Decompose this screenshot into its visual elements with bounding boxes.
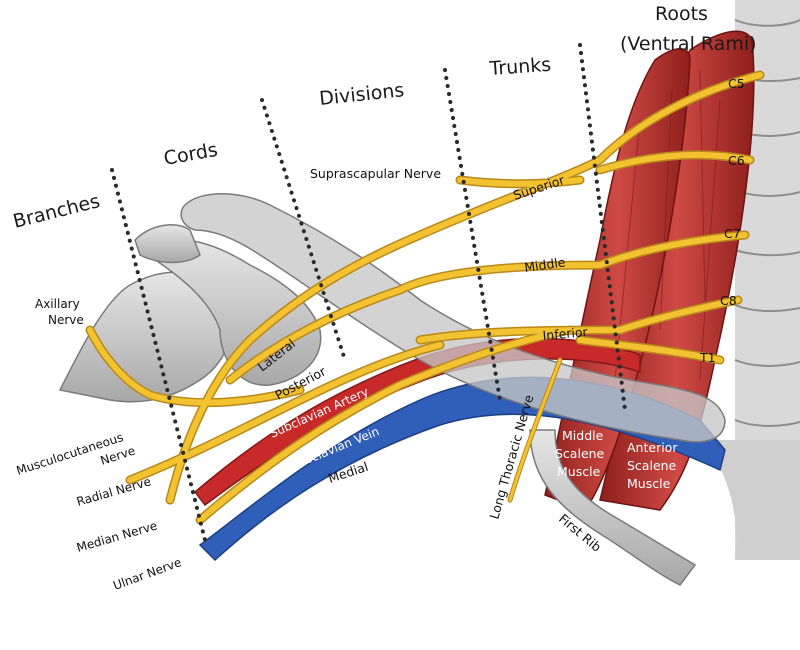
nerve-network <box>85 70 765 525</box>
clavicle <box>180 193 726 443</box>
median-nerve-label: Median Nerve <box>75 518 159 554</box>
header-divisions: Divisions <box>318 79 405 110</box>
root-labels: C5 C6 C7 C8 T1 <box>699 76 745 365</box>
middle-scalene-label-1: Middle <box>562 428 604 443</box>
section-dividers <box>110 43 627 542</box>
trunk-inferior: Inferior <box>542 324 589 343</box>
radial-nerve-label: Radial Nerve <box>75 474 153 509</box>
anterior-scalene-label-2: Scalene <box>627 458 677 473</box>
header-trunks: Trunks <box>488 54 552 80</box>
trunk-superior: Superior <box>511 172 567 203</box>
trunk-labels: Superior Middle Inferior <box>511 172 589 343</box>
axillary-nerve-label-2: Nerve <box>48 313 84 327</box>
header-roots: Roots <box>655 3 708 25</box>
axillary-nerve-label: Axillary <box>35 297 80 311</box>
trunk-middle: Middle <box>523 254 566 275</box>
muscle-labels: Middle Scalene Muscle Anterior Scalene M… <box>555 428 678 491</box>
middle-scalene-label-2: Scalene <box>555 446 605 461</box>
middle-scalene-label-3: Muscle <box>557 464 601 479</box>
root-c7: C7 <box>724 226 741 241</box>
vertebral-column <box>700 0 800 560</box>
root-c8: C8 <box>720 293 737 308</box>
first-rib <box>529 429 697 586</box>
root-c6: C6 <box>728 153 745 168</box>
anterior-scalene-label-1: Anterior <box>627 440 678 455</box>
cords-divisions-divider <box>260 98 347 362</box>
trunks-roots-divider <box>578 43 627 412</box>
acromion <box>134 224 201 264</box>
header-cords: Cords <box>162 139 219 170</box>
anterior-scalene-label-3: Muscle <box>627 476 671 491</box>
root-c5: C5 <box>728 76 745 91</box>
suprascapular-nerve-label: Suprascapular Nerve <box>310 166 441 181</box>
header-branches: Branches <box>11 190 102 233</box>
branches-cords-divider <box>110 168 207 542</box>
ulnar-nerve-label: Ulnar Nerve <box>111 555 183 593</box>
root-t1: T1 <box>699 350 716 365</box>
header-roots-subtitle: (Ventral Rami) <box>620 33 757 55</box>
divisions-trunks-divider <box>443 68 502 402</box>
